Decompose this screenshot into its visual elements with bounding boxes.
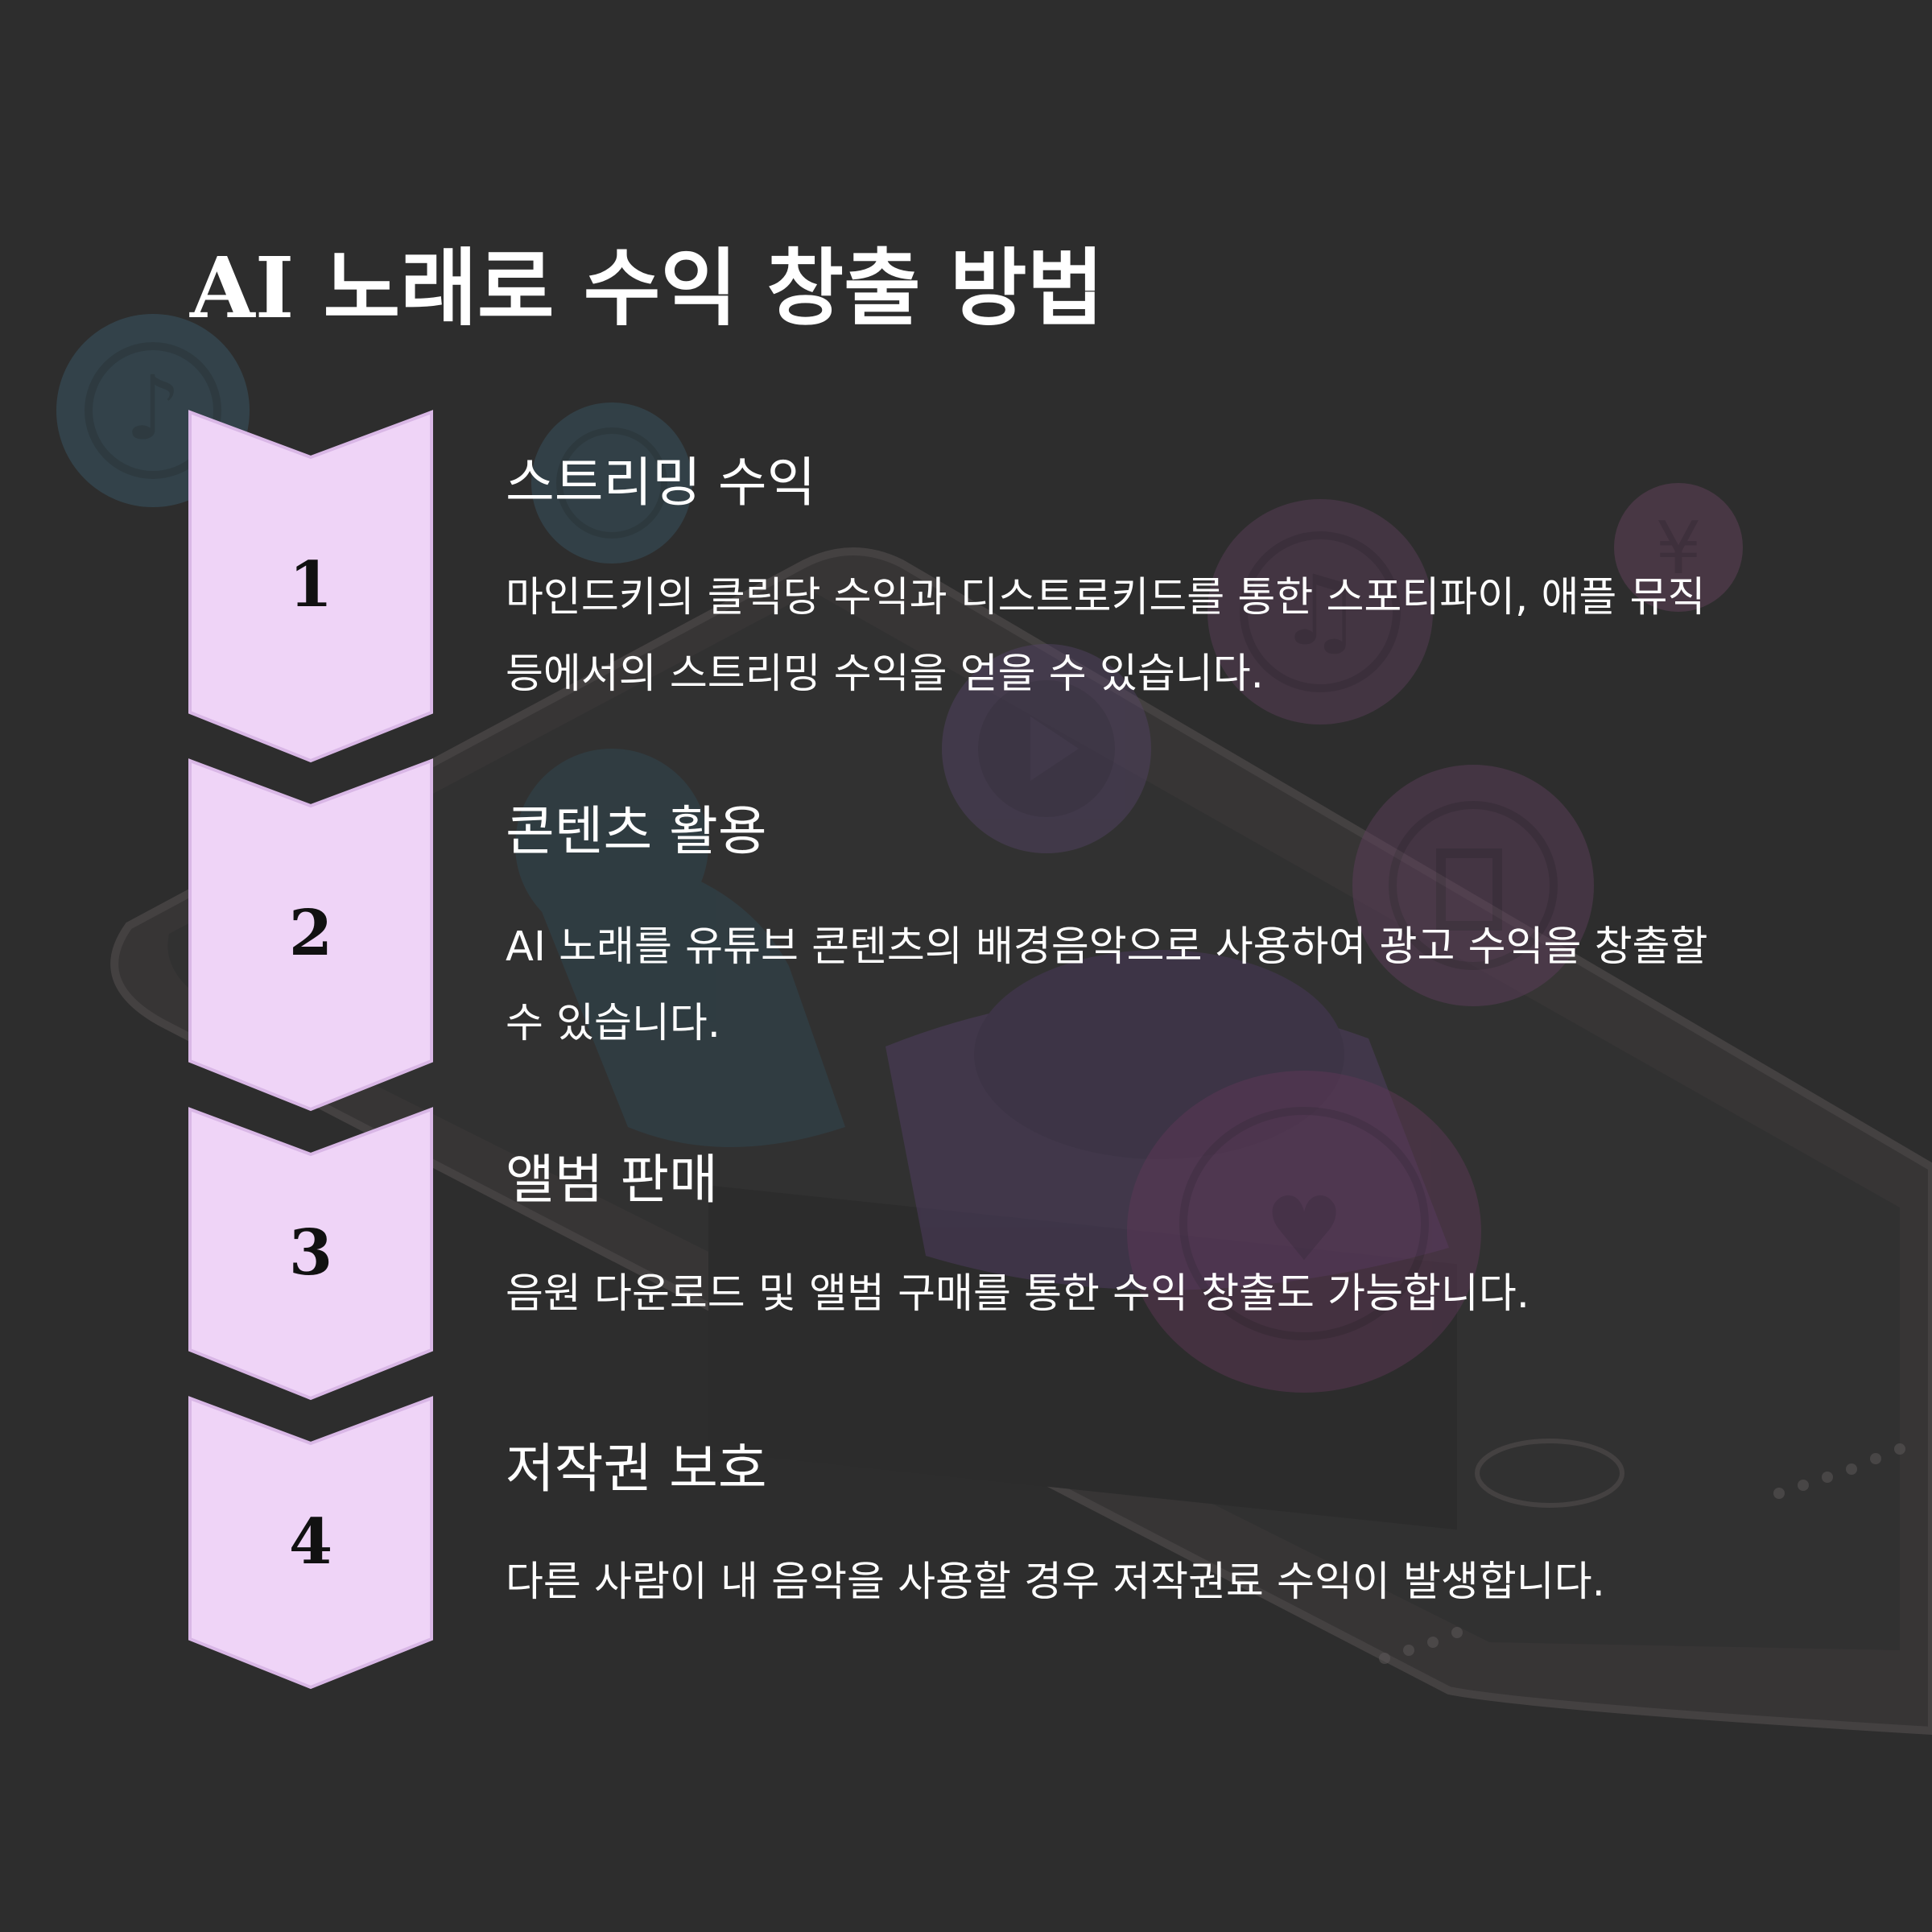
- step-2-heading: 콘텐츠 활용: [506, 800, 767, 862]
- play-icon: [942, 644, 1151, 853]
- step-3-heading: 앨범 판매: [506, 1149, 718, 1211]
- step-1-chevron: [188, 410, 433, 763]
- currency-icon: ¥: [1614, 483, 1743, 612]
- step-4-heading: 저작권 보호: [506, 1438, 767, 1500]
- step-2-description: AI 노래를 유튜브 콘텐츠의 배경음악으로 사용하여 광고 수익을 창출할 수…: [506, 923, 1708, 1047]
- page-title: AI 노래로 수익 창출 방법: [190, 238, 1104, 337]
- music-note-icon: ♫: [1208, 499, 1433, 724]
- music-note-icon: [531, 402, 692, 564]
- step-1-description: 마인드키의 클릭당 수익과 디스트로키드를 통한 스포티파이, 애플 뮤직 등에…: [506, 574, 1706, 698]
- play-icon: [886, 950, 1449, 1290]
- music-note-icon: [1352, 765, 1594, 1006]
- step-1-heading: 스트리밍 수익: [506, 452, 816, 514]
- svg-text:♪: ♪: [125, 357, 181, 460]
- svg-text:¥: ¥: [1655, 506, 1701, 591]
- step-3-description: 음원 다운로드 및 앨범 구매를 통한 수익 창출도 가능합니다.: [506, 1270, 1530, 1318]
- svg-text:♥: ♥: [1265, 1178, 1344, 1281]
- speaker-grille: [1379, 1443, 1905, 1664]
- step-1-number: 1: [288, 548, 333, 621]
- music-note-icon: [515, 749, 845, 1147]
- step-2-chevron: [188, 758, 433, 1112]
- step-2-number: 2: [288, 897, 333, 970]
- step-4-chevron: [188, 1396, 433, 1690]
- step-3-number: 3: [288, 1216, 333, 1290]
- heart-icon: ♥: [1127, 1071, 1481, 1393]
- step-4-number: 4: [288, 1505, 333, 1579]
- step-3-chevron: [188, 1107, 433, 1401]
- smartphone: [110, 547, 1932, 1736]
- step-4-description: 다른 사람이 내 음악을 사용할 경우 저작권료 수익이 발생합니다.: [506, 1558, 1605, 1606]
- svg-text:♫: ♫: [1277, 555, 1364, 667]
